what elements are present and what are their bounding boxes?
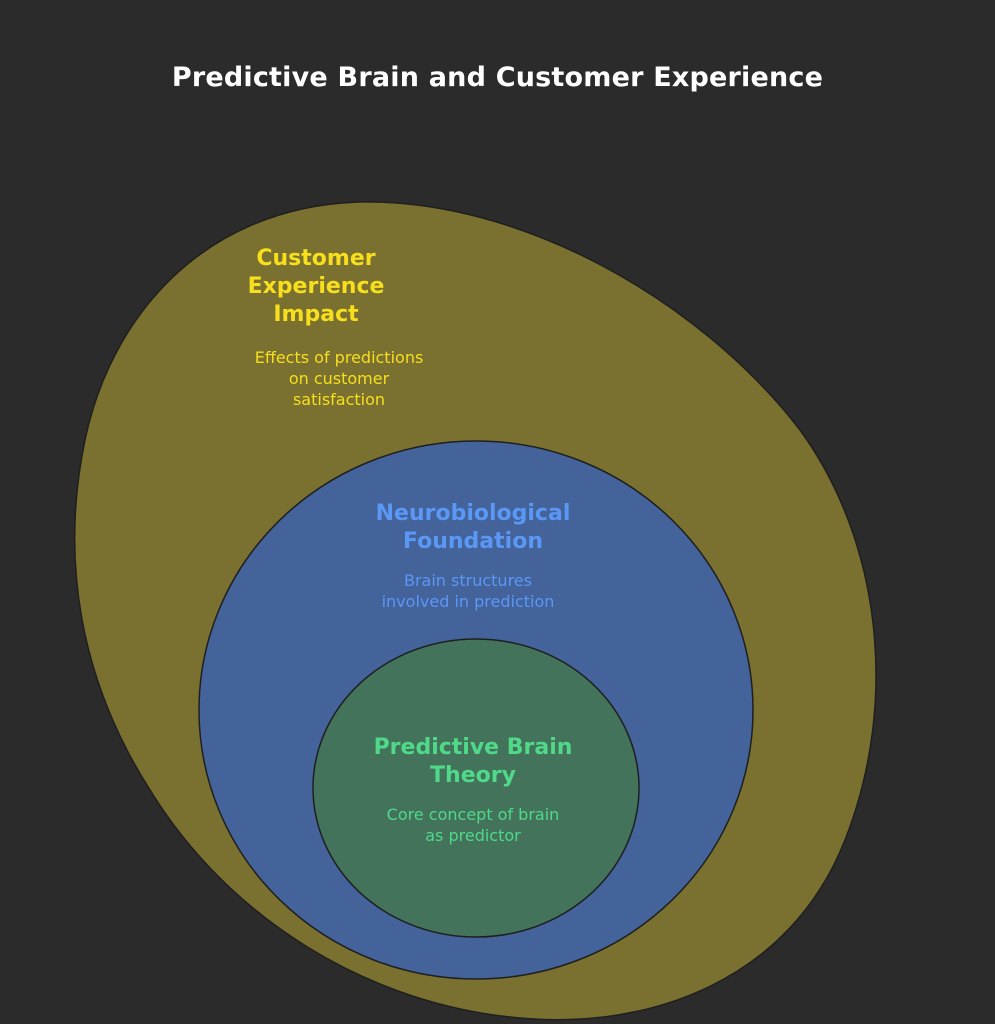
title-line: Predictive Brain [373, 735, 573, 760]
predictive-brain-theory-title: Predictive Brain Theory [343, 734, 603, 790]
description-line: Brain structures [404, 571, 532, 590]
title-line: Neurobiological [375, 501, 571, 526]
description-line: satisfaction [292, 390, 386, 409]
customer-experience-impact-description: Effects of predictions on customer satis… [224, 347, 454, 410]
title-line: Customer [256, 246, 376, 271]
neurobiological-foundation-title: Neurobiological Foundation [343, 500, 603, 556]
description-line: Effects of predictions [254, 348, 424, 367]
title-line: Theory [430, 763, 516, 788]
predictive-brain-theory-circle [312, 638, 640, 938]
diagram-title: Predictive Brain and Customer Experience [171, 62, 824, 93]
description-line: as predictor [425, 826, 521, 845]
description-line: Core concept of brain [386, 805, 560, 824]
title-line: Experience [247, 274, 385, 299]
description-line: on customer [288, 369, 390, 388]
title-line: Foundation [402, 529, 543, 554]
title-line: Impact [273, 302, 359, 327]
predictive-brain-theory-description: Core concept of brain as predictor [358, 804, 588, 846]
customer-experience-impact-title: Customer Experience Impact [216, 245, 416, 329]
neurobiological-foundation-description: Brain structures involved in prediction [343, 570, 593, 612]
description-line: involved in prediction [381, 592, 555, 611]
